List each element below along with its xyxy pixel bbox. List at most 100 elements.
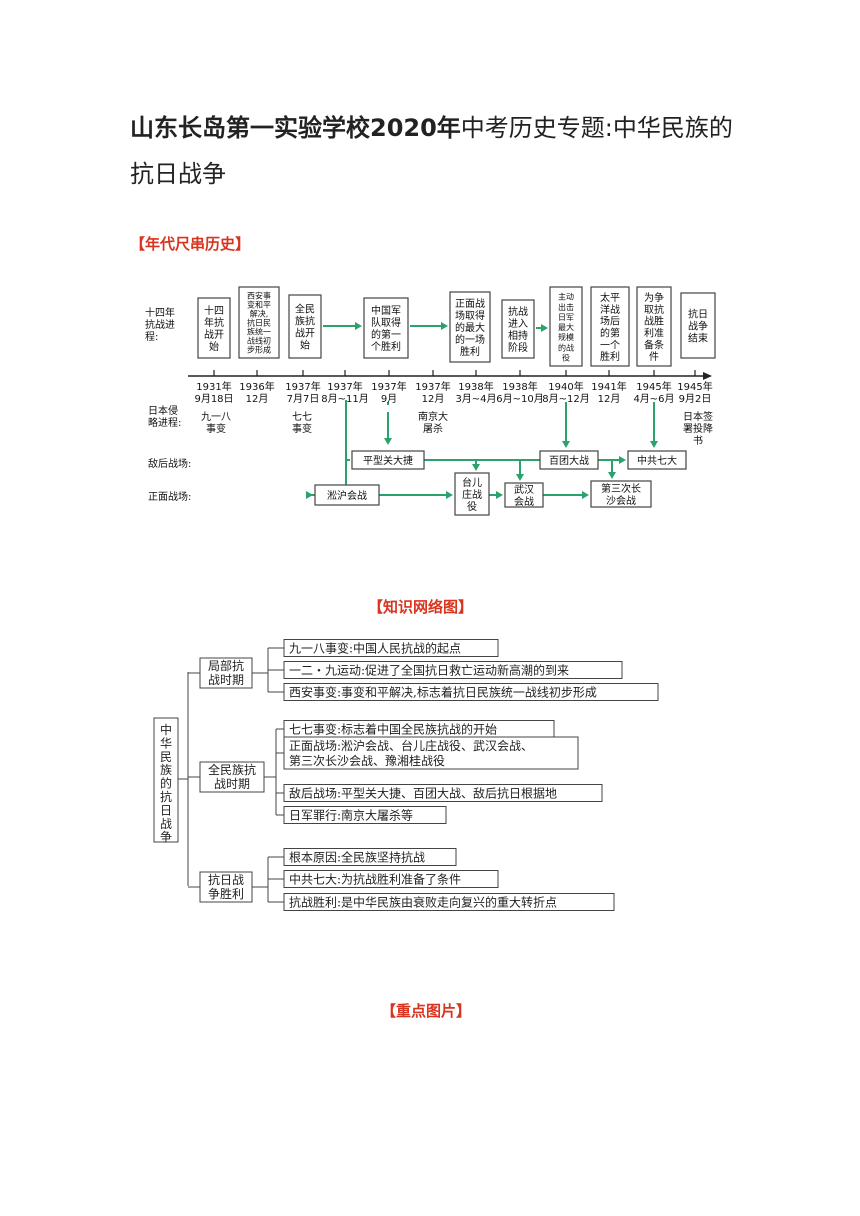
- stage-label: 件: [649, 351, 659, 363]
- rear-battle-frame: [539, 450, 599, 470]
- stage-label: 规模: [558, 332, 574, 342]
- stage-label: 战开: [295, 328, 315, 340]
- axis-date: 7月7日: [287, 393, 320, 405]
- arrowhead: [650, 441, 658, 448]
- japan-event: 署投降: [683, 422, 713, 435]
- axis-date: 3月~4月: [455, 393, 496, 405]
- axis-date: 9月2日: [679, 393, 712, 405]
- stage-label: 洋战: [600, 303, 620, 316]
- stage-label: 族抗: [295, 315, 315, 328]
- network-item: 中共七大:为抗战胜利准备了条件: [283, 870, 499, 888]
- front-battle: 淞沪会战: [314, 484, 380, 506]
- network-root-char: 抗: [160, 789, 172, 804]
- resistance-row-label: 抗战进: [145, 318, 175, 331]
- stage-box-frame: [501, 299, 535, 359]
- axis-date: 1937年: [415, 380, 450, 393]
- stage-label: 解决,: [250, 309, 269, 319]
- arrowhead: [306, 491, 313, 499]
- network-root-char: 日: [160, 803, 172, 817]
- stage-label: 为争: [644, 291, 664, 304]
- japan-event: 南京大: [418, 410, 448, 423]
- japan-event: 日本签: [683, 410, 713, 423]
- stage-label: 主动: [558, 292, 574, 302]
- stage-box-frame: [288, 294, 322, 359]
- network-branch-label: 战时期: [208, 673, 244, 687]
- stage-label: 胜利: [460, 346, 480, 358]
- axis-date: 9月18日: [194, 393, 233, 405]
- japan-event: 九一八: [201, 411, 231, 423]
- axis-date: 1931年: [196, 380, 231, 393]
- stage-label: 出击: [558, 302, 574, 312]
- axis-date: 1940年: [548, 380, 583, 393]
- stage-label: 役: [562, 352, 570, 362]
- axis-date: 12月: [598, 393, 621, 405]
- axis-date: 4月~6月: [633, 393, 674, 405]
- title-rest: 中考历史专题:中华民族的抗日战争: [130, 114, 733, 188]
- network-item: 根本原因:全民族坚持抗战: [283, 848, 457, 866]
- arrowhead: [619, 456, 626, 464]
- network-branch-label: 抗日战: [208, 872, 244, 887]
- stage-label: 始: [209, 340, 219, 353]
- knowledge-network-diagram: 中华民族的抗日战争局部抗战时期九一八事变:中国人民抗战的起点一二・九运动:促进了…: [153, 639, 659, 911]
- arrowhead: [355, 322, 362, 330]
- arrowhead: [541, 324, 548, 332]
- stage-label: 步形成: [247, 345, 271, 355]
- front-battle-label: 会战: [514, 495, 534, 508]
- network-root-frame: [153, 717, 179, 843]
- stage-label: 太平: [600, 291, 620, 304]
- front-battle-label: 沙会战: [606, 494, 636, 507]
- rear-row-label: 敌后战场:: [148, 457, 191, 470]
- network-item: 正面战场:淞沪会战、台儿庄战役、武汉会战、第三次长沙会战、豫湘桂战役: [283, 736, 579, 770]
- arrowhead: [496, 491, 503, 499]
- stage-label: 的第一: [371, 328, 401, 341]
- stage-label: 战胜: [644, 316, 664, 328]
- axis-date: 9月: [381, 393, 397, 405]
- stage-label: 变和平: [247, 300, 271, 310]
- front-battle-label: 第三次长: [601, 482, 641, 495]
- front-battle-frame: [590, 480, 652, 508]
- stage-label: 队取得: [371, 316, 401, 329]
- stage-label: 正面战: [455, 298, 485, 310]
- network-item-text: 敌后战场:平型关大捷、百团大战、敌后抗日根据地: [289, 786, 557, 801]
- stage-label: 战争: [688, 320, 708, 333]
- stage-label: 战开: [204, 329, 224, 341]
- network-root-char: 战: [160, 817, 172, 831]
- japan-event: 事变: [292, 422, 312, 435]
- stage-label: 备条: [644, 338, 664, 351]
- stage-label: 的战: [558, 342, 574, 352]
- rear-battle: 中共七大: [627, 450, 687, 470]
- stage-label: 抗战: [508, 305, 528, 318]
- page-title: 山东长岛第一实验学校2020年中考历史专题:中华民族的抗日战争: [130, 105, 750, 197]
- stage-label: 场后: [600, 315, 620, 328]
- network-root: 中华民族的抗日战争: [153, 717, 179, 844]
- axis-date: 1938年: [502, 380, 537, 393]
- network-root-char: 的: [160, 776, 172, 791]
- arrowhead: [582, 491, 589, 499]
- stage-label: 十四: [204, 304, 224, 317]
- stage-label: 利准: [644, 328, 664, 340]
- network-item: 抗战胜利:是中华民族由衰败走向复兴的重大转折点: [283, 893, 615, 911]
- front-battle-frame: [504, 482, 544, 508]
- front-battle: 台儿庄战役: [454, 472, 490, 516]
- axis-date: 1937年: [285, 380, 320, 393]
- rear-battle-frame: [627, 450, 687, 470]
- stage-label: 战线初: [247, 336, 271, 346]
- stage-label: 最大: [558, 322, 574, 332]
- stage-label: 场取得: [455, 309, 485, 322]
- front-battle-label: 台儿: [462, 476, 482, 489]
- rear-battle-label: 百团大战: [549, 454, 589, 467]
- stage-label: 日军: [558, 313, 574, 322]
- axis-date: 1938年: [458, 380, 493, 393]
- network-item: 一二・九运动:促进了全国抗日救亡运动新高潮的到来: [283, 661, 623, 679]
- network-item-text: 根本原因:全民族坚持抗战: [289, 850, 425, 865]
- stage-label: 的一场: [455, 333, 485, 346]
